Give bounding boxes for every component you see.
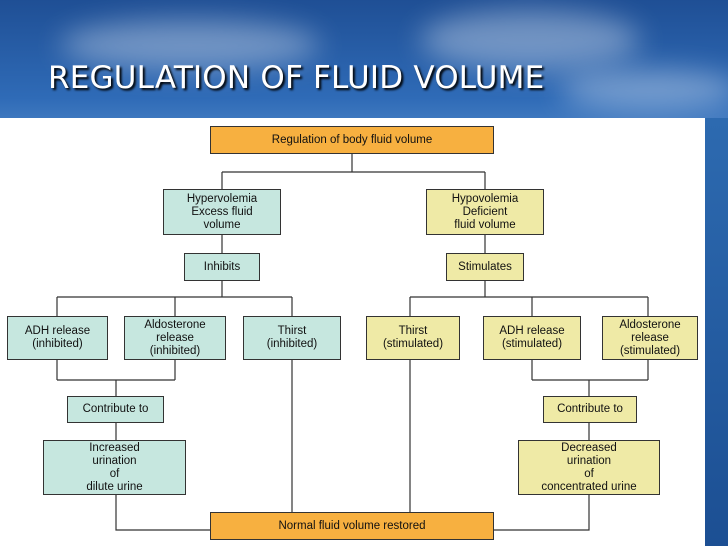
aldosterone-stimulated-box: Aldosterone release (stimulated) <box>602 316 698 360</box>
increased-urination-box: Increased urination of dilute urine <box>43 440 186 495</box>
cloud-decoration <box>420 10 640 70</box>
adh-inhibited-box: ADH release (inhibited) <box>7 316 108 360</box>
contribute-to-right-box: Contribute to <box>543 396 637 423</box>
connector <box>531 360 649 440</box>
connector <box>56 235 293 316</box>
hypervolemia-box: Hypervolemia Excess fluid volume <box>163 189 281 235</box>
root-box: Regulation of body fluid volume <box>210 126 494 154</box>
background-strip <box>705 118 728 546</box>
cloud-decoration <box>60 20 320 70</box>
connector <box>221 154 486 189</box>
aldosterone-inhibited-box: Aldosterone release (inhibited) <box>124 316 226 360</box>
connector <box>409 235 649 316</box>
contribute-to-left-box: Contribute to <box>67 396 164 423</box>
adh-stimulated-box: ADH release (stimulated) <box>483 316 581 360</box>
inhibits-box: Inhibits <box>184 253 260 281</box>
cloud-decoration <box>560 70 728 110</box>
thirst-inhibited-box: Thirst (inhibited) <box>243 316 341 360</box>
slide-title: REGULATION OF FLUID VOLUME <box>48 60 545 96</box>
thirst-stimulated-box: Thirst (stimulated) <box>366 316 460 360</box>
stimulates-box: Stimulates <box>446 253 524 281</box>
decreased-urination-box: Decreased urination of concentrated urin… <box>518 440 660 495</box>
connector <box>56 360 176 440</box>
hypovolemia-box: Hypovolemia Deficient fluid volume <box>426 189 544 235</box>
outcome-box: Normal fluid volume restored <box>210 512 494 540</box>
